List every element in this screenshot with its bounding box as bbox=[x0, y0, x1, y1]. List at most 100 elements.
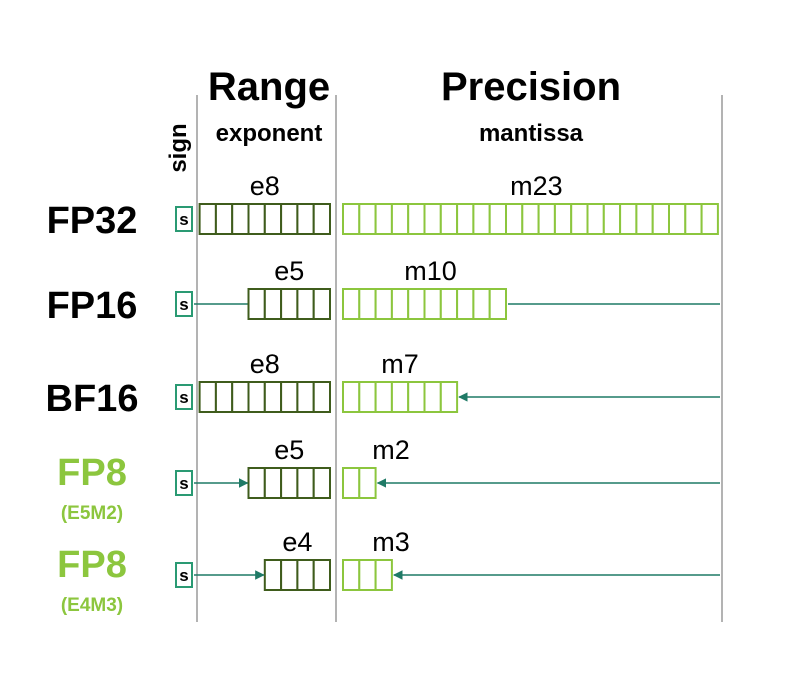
exponent-bit-cell bbox=[296, 559, 315, 591]
format-row: FP32 s e8 m23 bbox=[47, 171, 719, 242]
range-header: Range bbox=[208, 65, 330, 109]
exponent-bit-cell bbox=[247, 203, 266, 235]
exponent-bit-cell bbox=[231, 381, 250, 413]
mantissa-bit-cell bbox=[342, 467, 361, 499]
exponent-bit-cell bbox=[296, 288, 315, 320]
exponent-bits-label: e4 bbox=[282, 527, 312, 557]
sign-bit-box bbox=[175, 384, 193, 410]
exponent-bit-cell bbox=[312, 559, 332, 591]
mantissa-bit-cell bbox=[374, 559, 393, 591]
mantissa-bit-cell bbox=[635, 203, 654, 235]
mantissa-bit-cell bbox=[553, 203, 573, 235]
exponent-bit-cell bbox=[214, 203, 234, 235]
sign-bit-label: s bbox=[179, 210, 188, 229]
exponent-bit-cell bbox=[263, 467, 283, 499]
exponent-bit-cell bbox=[247, 467, 266, 499]
exponent-bits-label: e8 bbox=[250, 171, 280, 201]
exponent-bit-cell bbox=[231, 203, 250, 235]
exponent-bits-label: e5 bbox=[274, 435, 304, 465]
format-subtitle: (E4M3) bbox=[61, 595, 123, 616]
exponent-bit-cell bbox=[198, 381, 217, 413]
mantissa-bit-cell bbox=[358, 203, 377, 235]
sign-bit-label: s bbox=[179, 474, 188, 493]
exponent-bit-cell bbox=[312, 467, 332, 499]
mantissa-bit-cell bbox=[342, 288, 361, 320]
format-name: BF16 bbox=[46, 378, 139, 420]
mantissa-bit-cell bbox=[570, 203, 589, 235]
format-name: FP8 bbox=[57, 544, 127, 586]
mantissa-bits-label: m7 bbox=[381, 349, 419, 379]
sign-bit-label: s bbox=[179, 388, 188, 407]
mantissa-bit-cell bbox=[358, 559, 377, 591]
format-name: FP32 bbox=[47, 200, 138, 242]
format-name: FP16 bbox=[47, 285, 138, 327]
mantissa-bit-cell bbox=[390, 381, 410, 413]
precision-header: Precision bbox=[441, 65, 621, 109]
exponent-bit-cell bbox=[263, 288, 283, 320]
mantissa-bit-cell bbox=[488, 203, 508, 235]
mantissa-bit-cell bbox=[407, 288, 426, 320]
mantissa-bit-cell bbox=[651, 203, 671, 235]
format-row: BF16 s e8 m7 bbox=[46, 349, 720, 420]
mantissa-bit-cell bbox=[342, 381, 361, 413]
exponent-bit-cell bbox=[247, 288, 266, 320]
mantissa-bit-cell bbox=[423, 381, 442, 413]
mantissa-bit-cell bbox=[342, 203, 361, 235]
mantissa-bit-cell bbox=[342, 559, 361, 591]
exponent-bit-cell bbox=[214, 381, 234, 413]
exponent-bit-cell bbox=[198, 203, 217, 235]
mantissa-bit-cell bbox=[423, 203, 442, 235]
sign-bit-box bbox=[175, 291, 193, 317]
exponent-bit-cell bbox=[280, 467, 299, 499]
mantissa-bit-cell bbox=[456, 203, 475, 235]
sign-header: sign bbox=[165, 123, 192, 172]
mantissa-bit-cell bbox=[358, 288, 377, 320]
mantissa-bit-cell bbox=[374, 381, 393, 413]
sign-bit-label: s bbox=[179, 566, 188, 585]
mantissa-bit-cell bbox=[488, 288, 508, 320]
mantissa-bit-cell bbox=[374, 288, 393, 320]
exponent-bit-cell bbox=[280, 203, 299, 235]
exponent-bit-cell bbox=[263, 559, 283, 591]
mantissa-bits-label: m10 bbox=[404, 256, 457, 286]
mantissa-bit-cell bbox=[358, 467, 377, 499]
exponent-bit-cell bbox=[247, 381, 266, 413]
mantissa-bit-cell bbox=[390, 288, 410, 320]
mantissa-bit-cell bbox=[439, 381, 459, 413]
mantissa-bit-cell bbox=[390, 203, 410, 235]
format-name: FP8 bbox=[57, 452, 127, 494]
exponent-bits-label: e8 bbox=[250, 349, 280, 379]
mantissa-bits-label: m3 bbox=[372, 527, 410, 557]
mantissa-bit-cell bbox=[423, 288, 442, 320]
mantissa-bit-cell bbox=[374, 203, 393, 235]
mantissa-bit-cell bbox=[456, 288, 475, 320]
exponent-header: exponent bbox=[216, 120, 323, 147]
mantissa-bit-cell bbox=[668, 203, 687, 235]
mantissa-bit-cell bbox=[684, 203, 703, 235]
sign-bit-label: s bbox=[179, 295, 188, 314]
format-row: FP8 (E4M3) s e4 m3 bbox=[57, 527, 720, 616]
mantissa-bit-cell bbox=[472, 203, 491, 235]
mantissa-bit-cell bbox=[602, 203, 622, 235]
exponent-bit-cell bbox=[280, 381, 299, 413]
mantissa-header: mantissa bbox=[479, 120, 584, 147]
mantissa-bit-cell bbox=[700, 203, 719, 235]
sign-bit-box bbox=[175, 206, 193, 232]
mantissa-bit-cell bbox=[407, 381, 426, 413]
exponent-bit-cell bbox=[296, 381, 315, 413]
exponent-bit-cell bbox=[263, 381, 283, 413]
mantissa-bit-cell bbox=[439, 288, 459, 320]
exponent-bit-cell bbox=[280, 559, 299, 591]
mantissa-bit-cell bbox=[586, 203, 605, 235]
exponent-bit-cell bbox=[263, 203, 283, 235]
format-subtitle: (E5M2) bbox=[61, 503, 123, 524]
mantissa-bit-cell bbox=[472, 288, 491, 320]
mantissa-bit-cell bbox=[407, 203, 426, 235]
exponent-bit-cell bbox=[312, 203, 332, 235]
mantissa-bits-label: m23 bbox=[510, 171, 563, 201]
mantissa-bit-cell bbox=[537, 203, 556, 235]
